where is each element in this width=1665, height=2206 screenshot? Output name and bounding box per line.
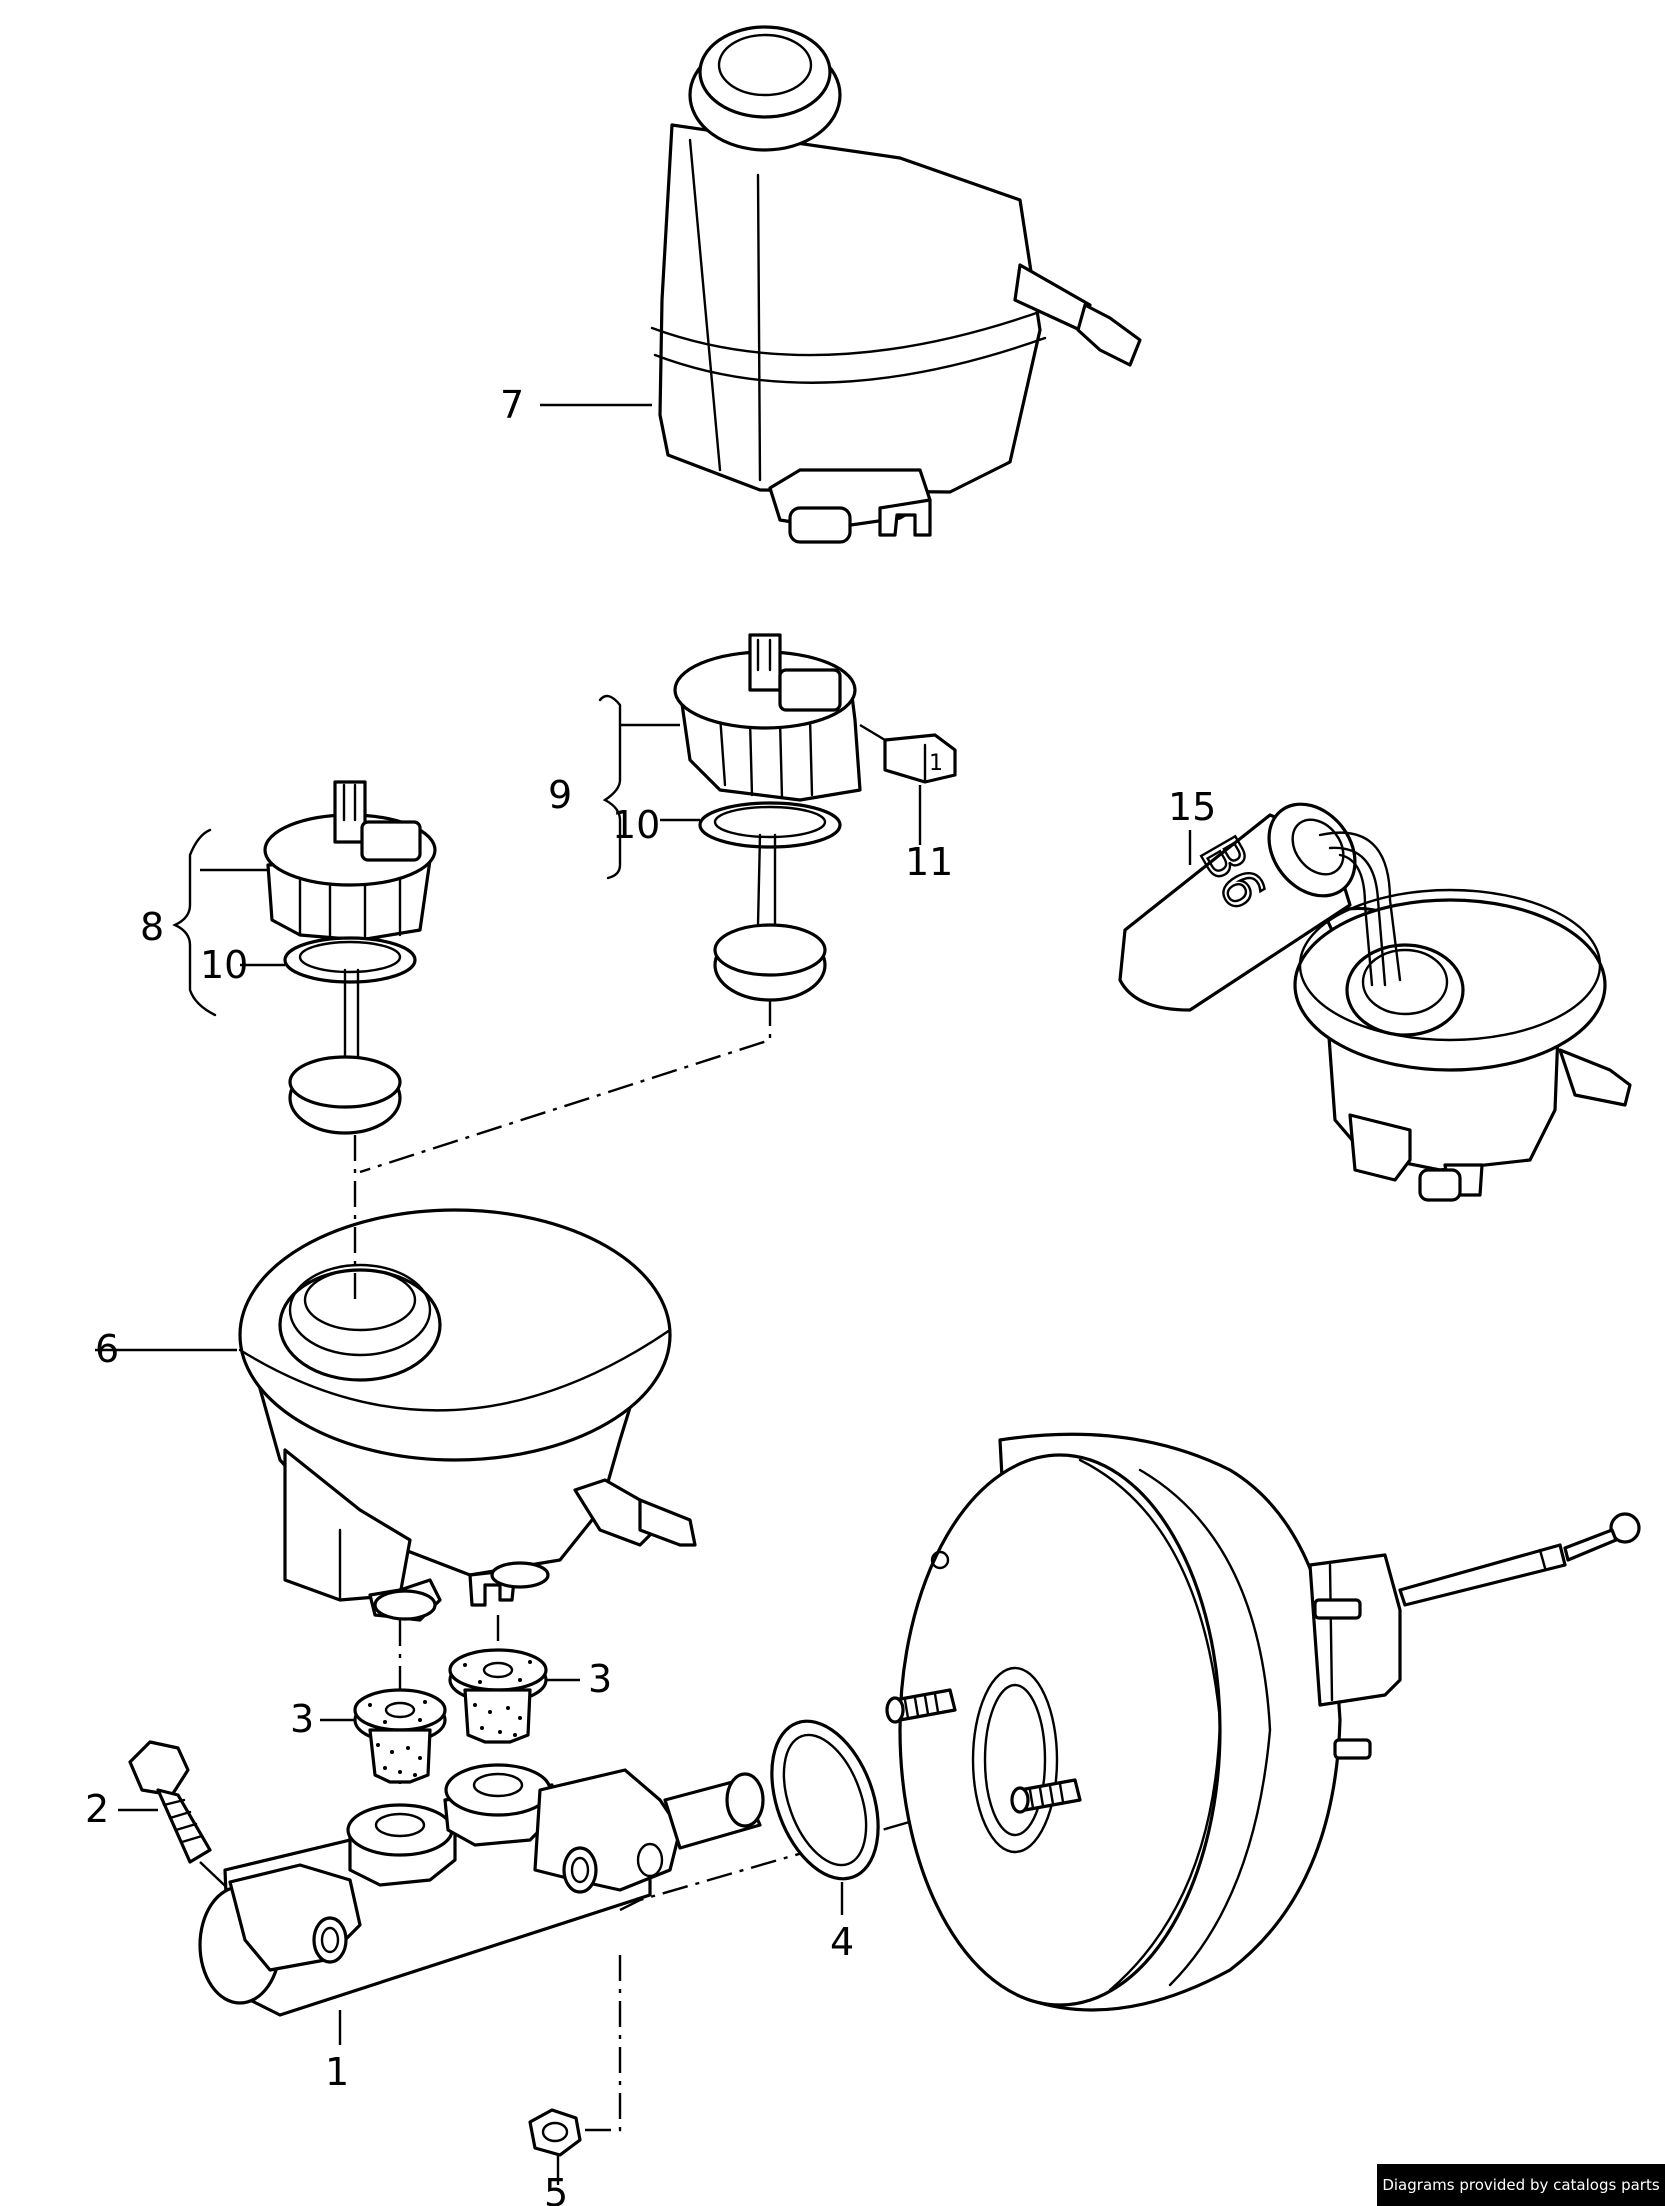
part-9-cap-with-sensor: 1 9 10 11 xyxy=(548,633,957,1002)
part-7-reservoir: 7 xyxy=(500,25,1142,544)
callout-5: 5 xyxy=(544,2171,568,2206)
callout-3-left: 3 xyxy=(290,1697,314,1741)
part-5-nut: 5 xyxy=(528,2108,582,2206)
connector-label: 1 xyxy=(929,751,943,776)
part-1-master-cylinder: 1 xyxy=(198,1763,765,2094)
part-2-bolt: 2 xyxy=(85,1740,241,1901)
callout-11: 11 xyxy=(905,840,953,884)
diagram-credit-banner: Diagrams provided by catalogs parts xyxy=(1377,2164,1665,2206)
part-6-reservoir: 6 xyxy=(95,1208,697,1622)
callout-8: 8 xyxy=(140,905,164,949)
callout-3-right: 3 xyxy=(588,1657,612,1701)
callout-10-lower: 10 xyxy=(200,943,248,987)
callout-15: 15 xyxy=(1168,785,1216,829)
callout-1: 1 xyxy=(325,2050,349,2094)
callout-4: 4 xyxy=(830,1920,854,1964)
callout-9: 9 xyxy=(548,773,572,817)
callout-10-upper: 10 xyxy=(612,803,660,847)
brake-booster xyxy=(885,1432,1641,2012)
part-3-grommets: 3 3 xyxy=(290,1648,612,1784)
part-8-cap-with-sensor: 8 10 xyxy=(140,780,437,1135)
callout-2: 2 xyxy=(85,1787,109,1831)
part-4-seal-ring: 4 xyxy=(770,1719,880,1964)
part-15-brake-fluid-bottle: B6 15 xyxy=(1118,785,1632,1202)
callout-7: 7 xyxy=(500,383,524,427)
callout-6: 6 xyxy=(95,1327,119,1371)
